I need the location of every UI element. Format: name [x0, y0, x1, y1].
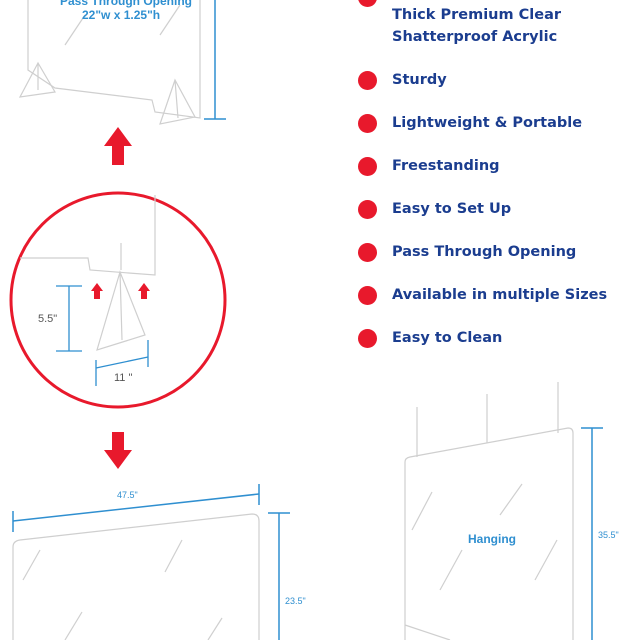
bottom-left-dimensions — [12, 484, 290, 640]
height-label: 23.5" — [285, 596, 306, 606]
detail-dimensions — [56, 285, 149, 386]
feature-item: Pass Through Opening — [392, 244, 577, 260]
feature-item: Easy to Clean — [392, 330, 503, 346]
small-arrow-up-icon — [138, 283, 150, 299]
detail-width-label: 11 " — [114, 372, 133, 384]
hanging-label: Hanging — [468, 532, 516, 546]
feature-item: Sturdy — [392, 72, 447, 88]
bottom-left-panel-drawing — [12, 513, 260, 640]
detail-circle — [9, 191, 227, 409]
bullet-icon — [358, 0, 377, 7]
hanging-height-dimension — [581, 427, 603, 640]
feature-item: Freestanding — [392, 158, 500, 174]
feature-item: Easy to Set Up — [392, 201, 512, 217]
bullet-icon — [358, 114, 377, 133]
bullet-icon — [358, 200, 377, 219]
small-arrow-up-icon — [91, 283, 103, 299]
feature-item: Thick Premium Clear Shatterproof Acrylic — [392, 4, 561, 48]
bullet-icon — [358, 243, 377, 262]
arrow-up-icon — [104, 127, 132, 165]
bullet-icon — [358, 71, 377, 90]
feature-item: Lightweight & Portable — [392, 115, 583, 131]
pass-through-title: Pass Through Opening — [60, 0, 193, 8]
width-label: 47.5" — [117, 490, 138, 500]
hanging-panel-drawing — [404, 382, 574, 640]
arrow-down-icon — [104, 432, 132, 469]
top-height-dimension — [204, 0, 226, 120]
bullet-icon — [358, 157, 377, 176]
feature-line: Thick Premium Clear — [392, 7, 562, 23]
bullet-icon — [358, 329, 377, 348]
top-panel-drawing — [18, 0, 201, 125]
feature-item: Available in multiple Sizes — [392, 287, 608, 303]
pass-through-size: 22"w x 1.25"h — [82, 8, 161, 22]
feature-line: Shatterproof Acrylic — [392, 29, 558, 45]
detail-drawing — [20, 195, 156, 351]
detail-height-label: 5.5" — [38, 313, 58, 325]
hanging-height-label: 35.5" — [598, 530, 619, 540]
bullet-icon — [358, 286, 377, 305]
